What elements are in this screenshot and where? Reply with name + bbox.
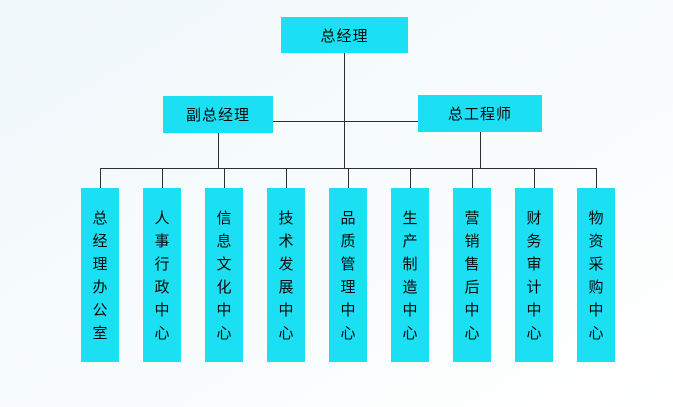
node-label: 总经理办公室 [90,210,109,348]
node-label: 信息文化中心 [214,210,233,348]
node-chief-engineer[interactable]: 总工程师 [418,95,542,132]
node-department[interactable]: 物资采购中心 [577,188,615,362]
node-deputy-general-manager[interactable]: 副总经理 [163,96,273,133]
node-label: 总经理 [320,26,369,45]
node-label: 生产制造中心 [400,210,419,348]
connector-dept-drop [286,168,287,188]
connector-dgm-ce-horizontal [273,121,418,122]
connector-dgm-drop [218,133,219,168]
connector-dept-drop [100,168,101,188]
node-label: 副总经理 [185,106,250,124]
connector-gm-vertical [344,53,345,168]
connector-dept-drop [162,168,163,188]
node-label: 技术发展中心 [276,210,295,348]
node-department[interactable]: 营销售后中心 [453,188,491,362]
connector-dept-drop [596,168,597,188]
connector-dept-drop [534,168,535,188]
node-department[interactable]: 人事行政中心 [143,188,181,362]
node-department[interactable]: 信息文化中心 [205,188,243,362]
node-label: 财务审计中心 [524,210,543,348]
node-department[interactable]: 财务审计中心 [515,188,553,362]
connector-dept-drop [410,168,411,188]
connector-dept-drop [224,168,225,188]
node-label: 人事行政中心 [152,210,171,348]
node-department[interactable]: 技术发展中心 [267,188,305,362]
connector-dept-drop [348,168,349,188]
connector-dept-drop [472,168,473,188]
node-department[interactable]: 总经理办公室 [81,188,119,362]
node-label: 物资采购中心 [586,210,605,348]
node-label: 品质管理中心 [338,210,357,348]
node-label: 总工程师 [447,105,512,123]
node-general-manager[interactable]: 总经理 [281,17,408,53]
node-department[interactable]: 品质管理中心 [329,188,367,362]
node-label: 营销售后中心 [462,210,481,348]
node-department[interactable]: 生产制造中心 [391,188,429,362]
connector-ce-drop [480,132,481,168]
